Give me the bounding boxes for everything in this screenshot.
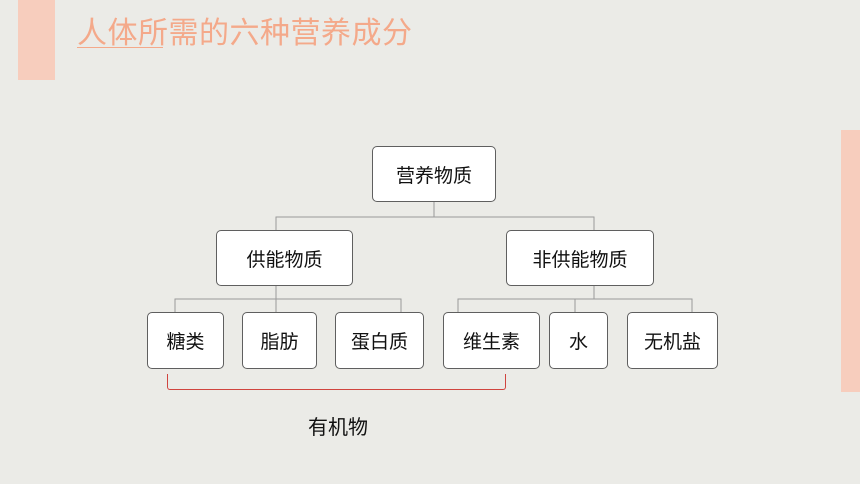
node-non-energy-substances: 非供能物质 (506, 230, 654, 286)
node-fat: 脂肪 (242, 312, 317, 369)
node-protein: 蛋白质 (335, 312, 424, 369)
organic-label: 有机物 (308, 415, 368, 439)
node-vitamins: 维生素 (443, 312, 540, 369)
node-minerals: 无机盐 (627, 312, 718, 369)
accent-bar-left (18, 0, 55, 80)
title-underline (77, 47, 163, 48)
node-energy-substances: 供能物质 (216, 230, 353, 286)
connector-right-mineral (594, 298, 693, 312)
node-carbohydrates: 糖类 (147, 312, 224, 369)
connector-root-left (275, 202, 435, 230)
connector-left-group (174, 286, 277, 312)
connector-root-right (434, 216, 595, 230)
organic-bracket (167, 374, 506, 390)
node-nutrients: 营养物质 (372, 146, 496, 202)
connector-left-protein (276, 298, 402, 312)
page-title: 人体所需的六种营养成分 (77, 16, 413, 51)
accent-bar-right (841, 130, 860, 392)
connector-right-group (457, 286, 595, 312)
node-water: 水 (549, 312, 608, 369)
